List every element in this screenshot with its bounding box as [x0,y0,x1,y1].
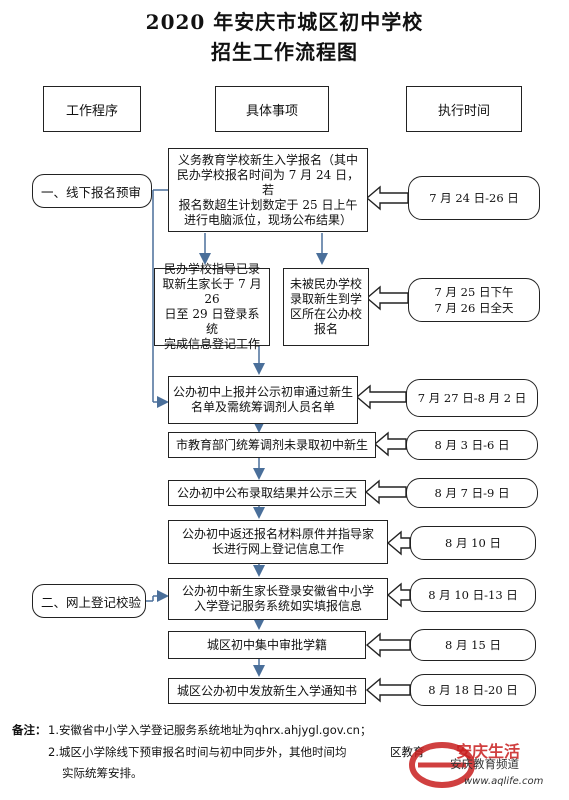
chart-title-line1: 2020 年安庆市城区初中学校 [145,10,424,34]
time-step-1: 7 月 24 日-26 日 [408,176,540,220]
watermark-channel: 安庆教育频道 [450,757,519,771]
header-time: 执行时间 [406,86,522,132]
hollow-arrow-6 [386,530,411,556]
header-details: 具体事项 [215,86,329,132]
watermark-e-icon [409,742,475,788]
header-procedure: 工作程序 [43,86,141,132]
time-step-9: 8 月 15 日 [410,629,536,661]
hollow-arrow-3 [355,384,407,410]
step-coordinate: 市教育部门统筹调剂未录取初中新生 [168,432,376,458]
step-registration: 义务教育学校新生入学报名（其中 民办学校报名时间为 7 月 24 日，若 报名数… [168,148,368,232]
watermark-brand: 安庆生活 [456,742,521,761]
hollow-arrow-1 [365,185,409,211]
step-approve-records: 城区初中集中审批学籍 [168,631,366,659]
step-send-notice: 城区公办初中发放新生入学通知书 [168,678,366,704]
time-step-10: 8 月 18 日-20 日 [410,674,536,706]
notes-label: 备注： [12,723,47,737]
time-step-5: 8 月 3 日-6 日 [406,430,538,460]
time-step-6: 8 月 7 日-9 日 [406,478,538,508]
chart-title-line2: 招生工作流程图 [211,40,358,64]
time-step-4: 7 月 27 日-8 月 2 日 [406,379,538,417]
watermark-logo: 安庆生活 安庆教育频道 www.aqlife.com [400,732,560,798]
stage-online-label: 二、网上登记校验 [32,584,146,618]
hollow-arrow-9 [365,677,411,703]
hollow-arrow-8 [365,632,411,658]
time-step-2: 7 月 25 日下午 7 月 26 日全天 [408,278,540,322]
hollow-arrow-7 [386,582,411,608]
hollow-arrow-4 [373,431,407,457]
stage-offline-label: 一、线下报名预审 [32,174,152,208]
hollow-arrow-5 [364,479,407,505]
notes-line2: 2.城区小学除线下预审报名时间与初中同步外，其他时间均 [48,745,347,759]
step-online-register: 公办初中新生家长登录安徽省中小学 入学登记服务系统如实填报信息 [168,578,388,620]
time-step-8: 8 月 10 日-13 日 [410,578,536,612]
step-publicize-list: 公办初中上报并公示初审通过新生 名单及需统筹调剂人员名单 [168,376,358,424]
hollow-arrow-2 [365,285,409,311]
step-return-materials: 公办初中返还报名材料原件并指导家 长进行网上登记信息工作 [168,520,388,564]
step-private-admitted: 民办学校指导已录 取新生家长于 7 月 26 日至 29 日登录系统 完成信息登… [154,262,270,351]
step-public-register: 未被民办学校 录取新生到学 区所在公办校 报名 [283,268,369,346]
notes-line1: 1.安徽省中小学入学登记服务系统地址为qhrx.ahjygl.gov.cn； [48,723,372,737]
notes-line3: 实际统筹安排。 [62,766,143,780]
step-announce-result: 公办初中公布录取结果并公示三天 [168,480,366,506]
watermark-url: www.aqlife.com [464,776,544,787]
time-step-7: 8 月 10 日 [410,526,536,560]
